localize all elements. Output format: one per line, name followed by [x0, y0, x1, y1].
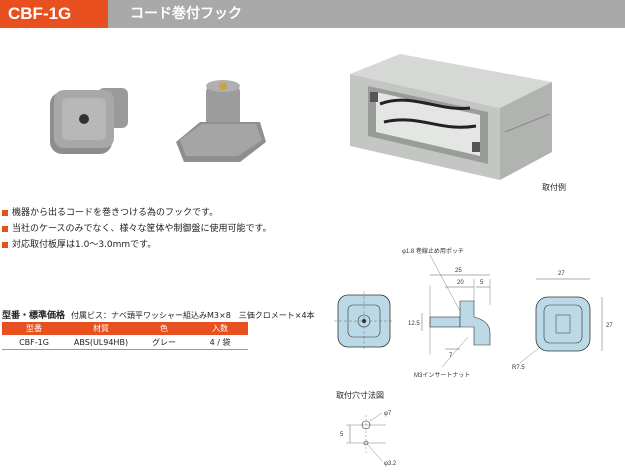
- dim-7: 7: [449, 353, 453, 359]
- dim-12-5: 12.5: [408, 321, 420, 327]
- bullet-square-icon: [2, 226, 8, 232]
- spec-table: 型番 材質 色 入数 CBF-1G ABS(UL94HB) グレー 4 / 袋: [2, 322, 248, 350]
- dim-27-top: 27: [558, 271, 565, 277]
- rear-view-outline: [535, 296, 591, 352]
- spec-heading: 型番・標準価格付属ビス：ナベ頭平ワッシャー組込みM3×8 三価クロメート×4本: [2, 308, 315, 321]
- cell-qty: 4 / 袋: [192, 335, 248, 350]
- spec-title: 型番・標準価格: [2, 311, 66, 321]
- product-photo-front: [50, 88, 128, 154]
- feature-item: 機器から出るコードを巻きつける為のフックです。: [2, 205, 272, 221]
- dim-20: 20: [457, 280, 464, 286]
- cell-model: CBF-1G: [2, 335, 66, 350]
- cut-phi3-2: φ3.2: [384, 461, 397, 467]
- cell-color: グレー: [136, 335, 192, 350]
- dim-27-side: 27: [606, 323, 613, 329]
- header: CBF-1G コード巻付フック: [0, 0, 625, 28]
- example-photo: [350, 54, 552, 180]
- col-header-qty: 入数: [192, 322, 248, 335]
- product-photo-side: [176, 80, 266, 162]
- dim-pocket: φ1.8 巻線止め用ポッチ: [402, 247, 464, 255]
- spec-note: 付属ビス：ナベ頭平ワッシャー組込みM3×8 三価クロメート×4本: [71, 311, 315, 320]
- product-code: CBF-1G: [0, 0, 108, 28]
- side-view-flange: [459, 300, 491, 346]
- col-header-color: 色: [136, 322, 192, 335]
- side-view-shaft: [429, 316, 461, 328]
- dimension-drawing: φ1.8 巻線止め用ポッチ 25 20 5 12.5 7 M3インサートナット …: [334, 247, 613, 379]
- col-header-model: 型番: [2, 322, 66, 335]
- bullet-square-icon: [2, 242, 8, 248]
- cutout-title: 取付穴寸法図: [336, 391, 384, 400]
- spec-header-row: 型番 材質 色 入数: [2, 322, 248, 335]
- feature-item: 対応取付板厚は1.0～3.0mmです。: [2, 237, 272, 253]
- cut-phi7: φ7: [384, 411, 392, 417]
- dim-5: 5: [480, 280, 484, 286]
- bullet-square-icon: [2, 210, 8, 216]
- table-row: CBF-1G ABS(UL94HB) グレー 4 / 袋: [2, 335, 248, 350]
- feature-item: 当社のケースのみでなく、様々な筐体や制御盤に使用可能です。: [2, 221, 272, 237]
- dim-25: 25: [455, 268, 462, 274]
- product-title: コード巻付フック: [108, 0, 625, 28]
- photo-caption: 取付例: [542, 183, 566, 192]
- cutout-drawing: φ7 5 φ3.2: [340, 411, 397, 467]
- insert-nut-label: M3インサートナット: [414, 372, 470, 379]
- cell-material: ABS(UL94HB): [66, 335, 136, 350]
- feature-list: 機器から出るコードを巻きつける為のフックです。 当社のケースのみでなく、様々な筐…: [2, 205, 272, 253]
- dim-r7-5: R7.5: [512, 365, 525, 371]
- col-header-material: 材質: [66, 322, 136, 335]
- cut-5: 5: [340, 432, 344, 438]
